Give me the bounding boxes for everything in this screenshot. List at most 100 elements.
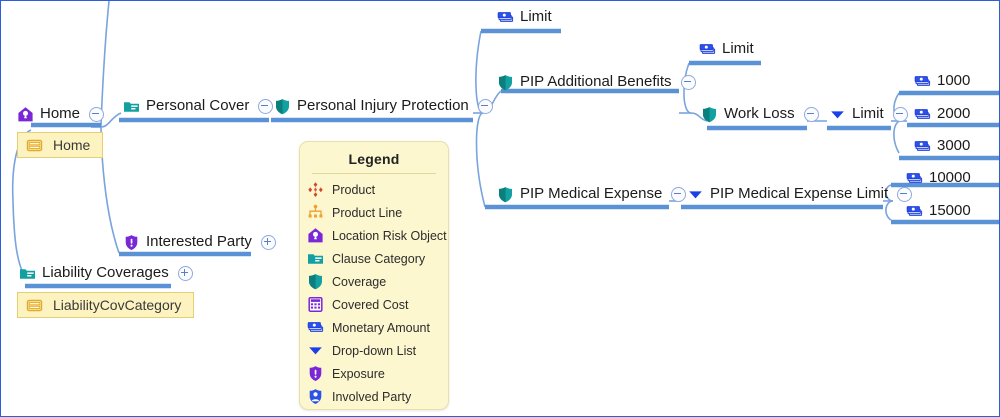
monetary-amount-icon xyxy=(906,203,923,220)
node-home-sel[interactable]: Home xyxy=(17,132,104,158)
legend-rows: Product Product Line Location Risk Objec… xyxy=(300,178,448,408)
node-pip[interactable]: Personal Injury Protection xyxy=(274,95,493,117)
legend-item: Clause Category xyxy=(300,247,448,270)
monetary-amount-icon xyxy=(914,138,931,155)
clause-category-yellow-icon xyxy=(26,297,43,314)
node-label: 3000 xyxy=(937,137,971,154)
node-amt-15000[interactable]: 15000 xyxy=(906,200,971,222)
legend-item: Monetary Amount xyxy=(300,316,448,339)
covered-cost-icon xyxy=(307,296,324,313)
node-label: Liability Coverages xyxy=(42,264,169,281)
node-label: Limit xyxy=(852,105,884,122)
legend-item: Product xyxy=(300,178,448,201)
clause-category-icon xyxy=(123,98,140,115)
legend-item-label: Coverage xyxy=(332,274,387,289)
legend-item-label: Involved Party xyxy=(332,389,412,404)
node-label: Work Loss xyxy=(724,105,795,122)
exposure-icon xyxy=(123,234,140,251)
node-label: Limit xyxy=(722,40,754,57)
node-pip-additional[interactable]: PIP Additional Benefits xyxy=(497,71,696,93)
monetary-amount-icon xyxy=(497,9,514,26)
node-liability-coverages[interactable]: Liability Coverages xyxy=(19,262,193,284)
monetary-amount-icon xyxy=(307,319,324,336)
coverage-icon xyxy=(497,186,514,203)
node-label: Limit xyxy=(520,8,552,25)
collapse-icon[interactable] xyxy=(897,186,913,202)
node-label: 2000 xyxy=(937,105,971,122)
node-interested-party[interactable]: Interested Party xyxy=(123,231,276,253)
node-label: PIP Medical Expense Limit xyxy=(710,185,889,202)
node-limit-top[interactable]: Limit xyxy=(497,6,552,28)
node-label: Home xyxy=(40,105,81,122)
node-label: Home xyxy=(53,137,91,153)
collapse-icon[interactable] xyxy=(258,98,274,114)
product-line-icon xyxy=(307,204,324,221)
involved-party-icon xyxy=(307,388,324,405)
node-home[interactable]: Home xyxy=(17,103,105,125)
collapse-icon[interactable] xyxy=(803,106,819,122)
node-liability-cat[interactable]: LiabilityCovCategory xyxy=(17,292,195,318)
legend-item: Involved Party xyxy=(300,385,448,408)
legend-panel: Legend Product Product Line xyxy=(299,141,449,410)
coverage-icon xyxy=(307,273,324,290)
legend-item: Covered Cost xyxy=(300,293,448,316)
node-label: Personal Injury Protection xyxy=(297,97,469,114)
node-label: Interested Party xyxy=(146,233,252,250)
legend-item-label: Drop-down List xyxy=(332,343,417,358)
legend-item-label: Clause Category xyxy=(332,251,426,266)
legend-item-label: Product Line xyxy=(332,205,403,220)
coverage-icon xyxy=(701,106,718,123)
drop-down-list-icon xyxy=(829,106,846,123)
legend-item: Drop-down List xyxy=(300,339,448,362)
node-work-loss[interactable]: Work Loss xyxy=(701,103,819,125)
location-risk-object-icon xyxy=(17,106,34,123)
clause-category-yellow-icon xyxy=(26,137,43,154)
collapse-icon[interactable] xyxy=(680,74,696,90)
clause-category-icon xyxy=(307,250,324,267)
node-work-limit[interactable]: Limit xyxy=(829,103,908,125)
collapse-icon[interactable] xyxy=(671,186,687,202)
monetary-amount-icon xyxy=(906,170,923,187)
drop-down-list-icon xyxy=(687,186,704,203)
node-pip-med-limit[interactable]: PIP Medical Expense Limit xyxy=(687,183,913,205)
legend-item: Exposure xyxy=(300,362,448,385)
expand-icon[interactable] xyxy=(177,265,193,281)
collapse-icon[interactable] xyxy=(892,106,908,122)
monetary-amount-icon xyxy=(914,73,931,90)
product-icon xyxy=(307,181,324,198)
legend-item-label: Product xyxy=(332,182,376,197)
node-pip-medical[interactable]: PIP Medical Expense xyxy=(497,183,687,205)
node-amt-2000[interactable]: 2000 xyxy=(914,103,970,125)
node-label: 10000 xyxy=(929,169,971,186)
node-amt-10000[interactable]: 10000 xyxy=(906,167,971,189)
node-amt-3000[interactable]: 3000 xyxy=(914,135,970,157)
legend-item-label: Covered Cost xyxy=(332,297,409,312)
legend-item-label: Location Risk Object xyxy=(332,228,447,243)
monetary-amount-icon xyxy=(914,106,931,123)
clause-category-icon xyxy=(19,265,36,282)
collapse-icon[interactable] xyxy=(477,98,493,114)
node-label: 15000 xyxy=(929,202,971,219)
collapse-icon[interactable] xyxy=(89,106,105,122)
node-label: Personal Cover xyxy=(146,97,250,114)
expand-icon[interactable] xyxy=(260,234,276,250)
node-label: 1000 xyxy=(937,72,971,89)
legend-item: Product Line xyxy=(300,201,448,224)
legend-item-label: Exposure xyxy=(332,366,385,381)
node-label: LiabilityCovCategory xyxy=(53,297,182,313)
node-label: PIP Medical Expense xyxy=(520,185,663,202)
location-risk-object-icon xyxy=(307,227,324,244)
legend-item: Coverage xyxy=(300,270,448,293)
legend-item-label: Monetary Amount xyxy=(332,320,430,335)
legend-title: Legend xyxy=(348,151,400,167)
legend-item: Location Risk Object xyxy=(300,224,448,247)
monetary-amount-icon xyxy=(699,41,716,58)
coverage-icon xyxy=(497,74,514,91)
node-limit-mid[interactable]: Limit xyxy=(699,38,754,60)
exposure-icon xyxy=(307,365,324,382)
drop-down-list-icon xyxy=(307,342,324,359)
node-amt-1000[interactable]: 1000 xyxy=(914,70,970,92)
node-personal-cover[interactable]: Personal Cover xyxy=(123,95,274,117)
